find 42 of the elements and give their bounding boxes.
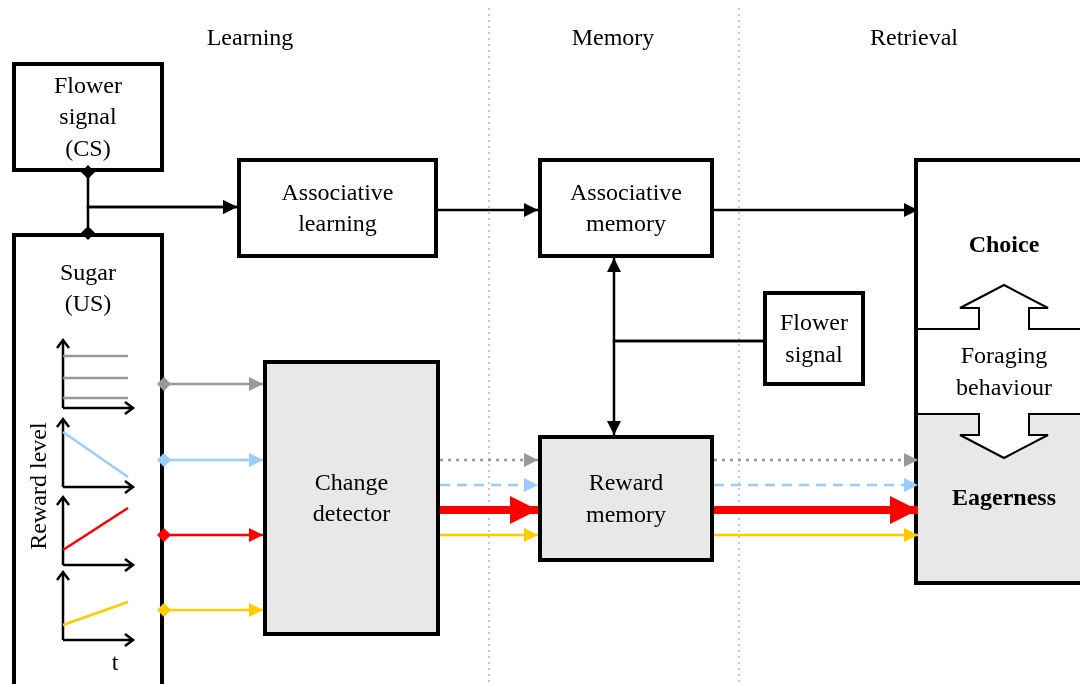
arrow <box>714 453 918 467</box>
arrow <box>440 528 538 542</box>
column-heading: Memory <box>571 23 655 51</box>
block-arrow <box>959 412 1049 460</box>
arrow <box>714 478 918 492</box>
process-box <box>918 415 1080 581</box>
arrow <box>440 496 538 524</box>
box-label: Foraging behaviour <box>955 341 1053 402</box>
process-box <box>263 360 440 636</box>
box-label: Choice <box>968 230 1040 260</box>
block-box <box>914 158 1080 585</box>
box-label: Reward memory <box>585 468 667 529</box>
arrow <box>714 528 918 542</box>
box-label: Sugar (US) <box>59 258 117 319</box>
process-box <box>12 233 164 684</box>
arrow <box>714 496 918 524</box>
block-arrow <box>959 283 1049 331</box>
process-box <box>538 435 714 562</box>
box-label: Associative learning <box>280 177 395 238</box>
process-box <box>538 158 714 258</box>
box-label: Change detector <box>311 467 392 528</box>
axis-label: t <box>111 648 119 676</box>
column-heading: Learning <box>206 23 294 51</box>
band <box>918 328 1080 415</box>
axis-label: Reward level <box>24 422 52 550</box>
arrow <box>440 453 538 467</box>
process-box <box>12 62 164 172</box>
arrow <box>607 339 763 435</box>
box-label: Eagerness <box>952 483 1056 513</box>
column-heading: Retrieval <box>870 23 958 51</box>
box-label: Associative memory <box>569 177 683 238</box>
arrow <box>157 377 263 391</box>
arrow <box>157 453 263 467</box>
process-box <box>237 158 438 258</box>
arrow <box>157 528 263 542</box>
arrow <box>440 478 538 492</box>
arrow <box>81 200 237 240</box>
arrow <box>438 203 538 217</box>
box-label: Flower signal <box>779 308 849 369</box>
arrow <box>157 603 263 617</box>
box-label: Flower signal (CS) <box>53 71 123 163</box>
process-box <box>763 291 865 386</box>
